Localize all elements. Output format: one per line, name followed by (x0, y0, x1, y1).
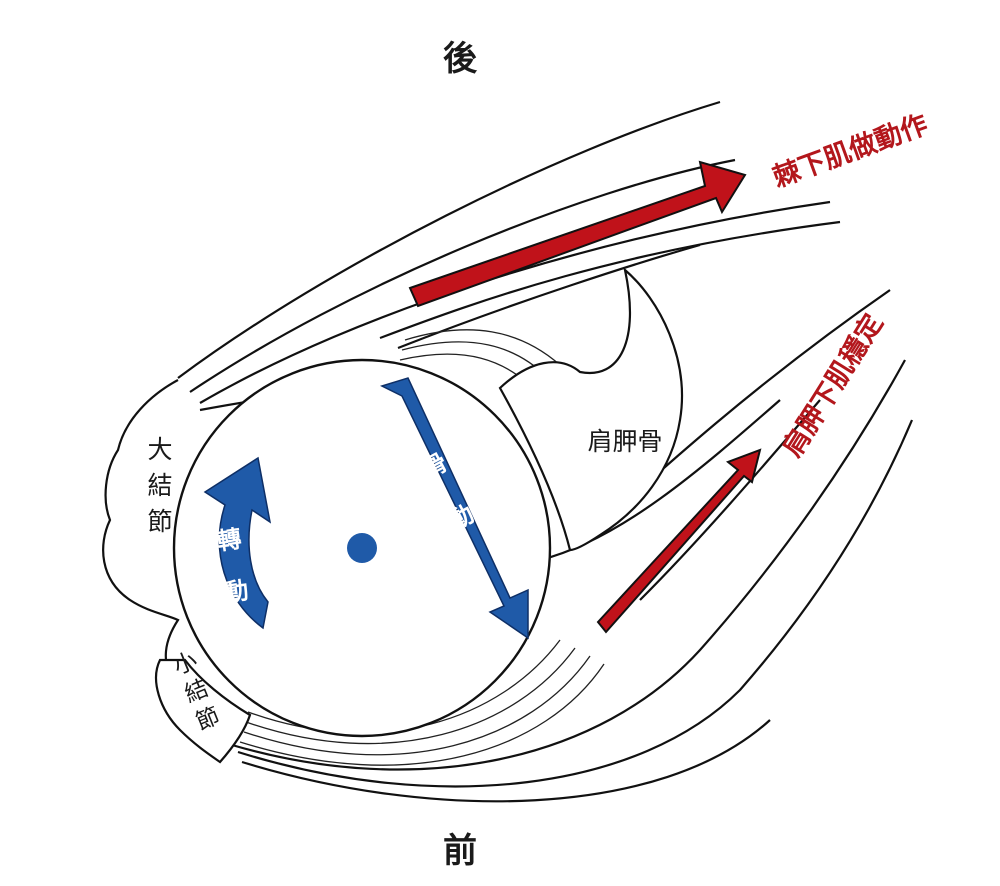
greater-tubercle-label: 大結節 (147, 435, 172, 536)
rotation-arrow (203, 456, 272, 630)
label-char: 結 (147, 471, 172, 500)
subscapularis-arrow (596, 448, 762, 634)
infraspinatus-label: 棘下肌做動作 (769, 109, 932, 194)
lesser-tubercle-outline (155, 658, 252, 764)
label-char: 節 (147, 507, 172, 536)
label-char: 動 (223, 576, 251, 607)
label-char: 大 (147, 435, 172, 464)
greater-tubercle-outline (102, 379, 180, 691)
anterior-label: 前 (443, 831, 477, 871)
sliding-arrow (379, 377, 529, 640)
posterior-label: 後 (443, 39, 478, 79)
rotation-center-dot (347, 533, 377, 563)
scapula-bone (498, 267, 684, 552)
label-char: 轉 (215, 525, 243, 556)
infraspinatus-arrow (408, 160, 747, 308)
scapula-label: 肩胛骨 (587, 427, 662, 456)
rotation-label: 轉動 (215, 525, 250, 608)
